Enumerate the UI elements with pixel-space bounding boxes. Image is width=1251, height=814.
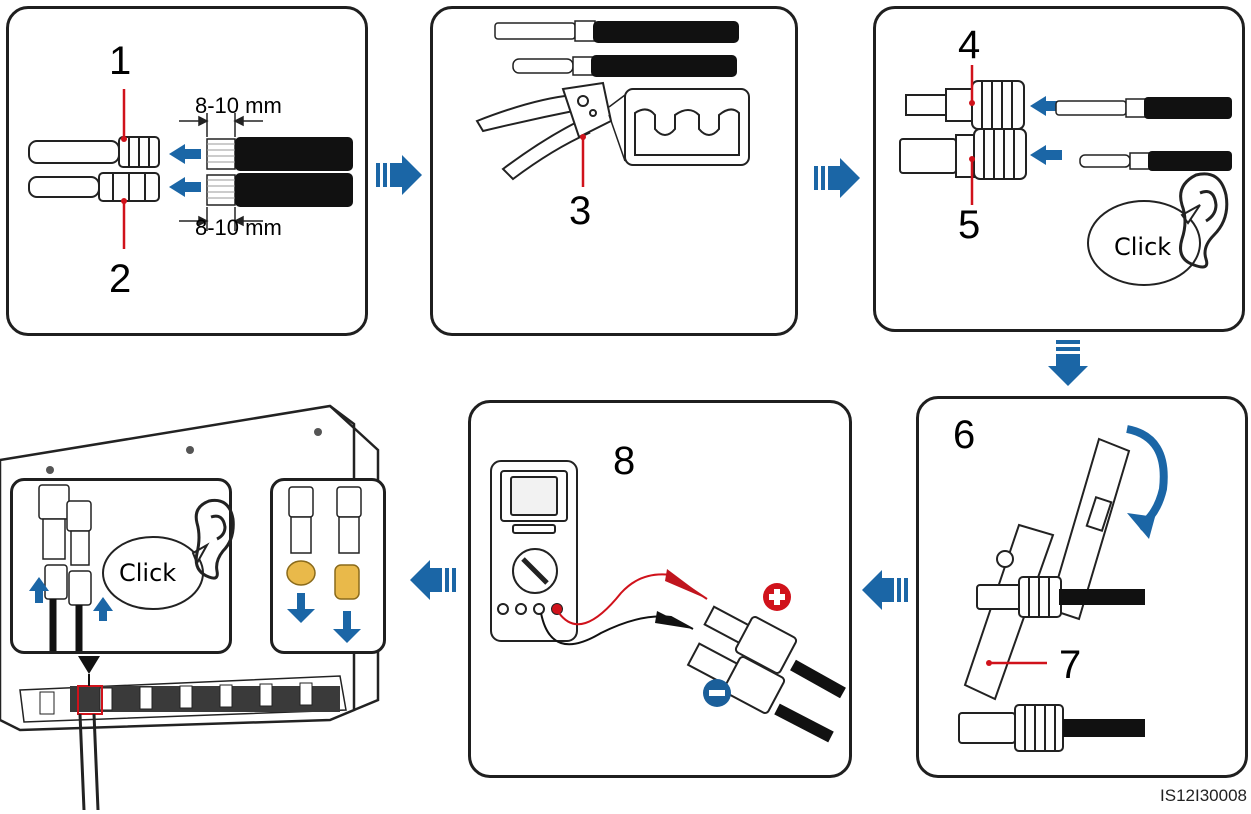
ear-icon — [1179, 172, 1229, 269]
step-measure-panel: 8 — [468, 400, 852, 778]
step-install-area: Click — [0, 400, 410, 811]
step-tighten-panel: 6 7 — [916, 396, 1248, 778]
callout-1-label: 1 — [109, 39, 132, 83]
flow-arrow-icon — [814, 158, 860, 198]
strip-illustration — [28, 89, 353, 249]
click-sound-label: Click — [1114, 233, 1172, 261]
negative-metal-contact — [28, 172, 160, 202]
callout-2-label: 2 — [109, 257, 132, 301]
flow-arrow-icon — [862, 570, 908, 610]
positive-probe — [665, 569, 707, 599]
remove-dust-caps-detail — [270, 478, 386, 654]
positive-metal-contact — [28, 136, 160, 168]
assemble-illustration — [899, 65, 1232, 286]
install-connectors-illustration — [29, 484, 235, 651]
strip-length-top: 8-10 mm — [195, 93, 282, 118]
callout-4-label: 4 — [958, 23, 981, 67]
multimeter-icon — [490, 460, 846, 743]
install-click-detail: Click — [10, 478, 235, 654]
callout-3-label: 3 — [569, 189, 592, 233]
insert-arrow-top — [169, 144, 185, 164]
dust-caps-illustration — [286, 486, 362, 643]
click-bubble — [1087, 200, 1201, 286]
wrench-illustration — [958, 425, 1168, 752]
step-assemble-panel: 4 5 Click — [873, 6, 1245, 332]
callout-6-label: 6 — [953, 413, 976, 457]
plus-icon — [763, 583, 791, 611]
flow-arrow-icon — [1048, 340, 1088, 386]
flow-arrow-icon — [410, 560, 456, 600]
minus-icon — [703, 679, 731, 707]
step-crimp-panel: 3 — [430, 6, 798, 336]
strip-length-bottom: 8-10 mm — [195, 215, 282, 240]
figure-id: IS12I30008 — [1160, 786, 1247, 805]
cable-top — [235, 137, 353, 171]
cable-bottom — [235, 173, 353, 207]
crimping-tool-icon — [475, 20, 750, 187]
callout-8-label: 8 — [613, 439, 636, 483]
click-sound-label-install: Click — [119, 559, 177, 587]
callout-5-label: 5 — [958, 203, 981, 247]
step-strip-panel: 1 2 8-10 mm 8-10 mm — [6, 6, 368, 336]
negative-probe — [655, 611, 693, 629]
ear-icon — [194, 498, 235, 580]
insert-arrow-bottom — [169, 177, 185, 197]
flow-arrow-icon — [376, 155, 422, 195]
callout-7-label: 7 — [1059, 643, 1082, 687]
die-detail — [624, 88, 750, 166]
